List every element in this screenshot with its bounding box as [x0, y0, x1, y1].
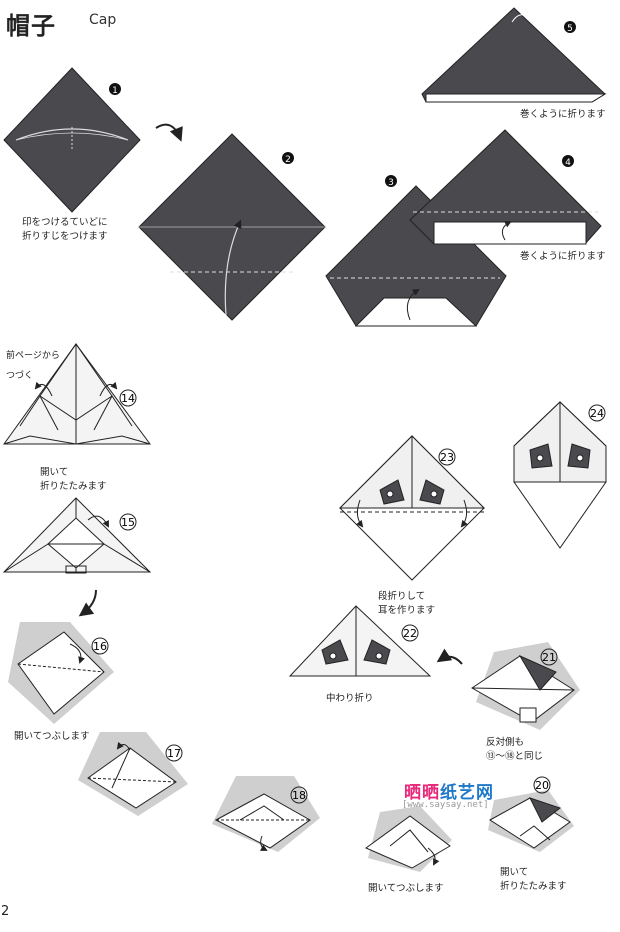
step-19-diagram [364, 806, 452, 872]
step-21-number: 21 [542, 651, 556, 664]
step-16-badge [91, 637, 109, 655]
step-14-caption-line1: 開いて [40, 467, 69, 478]
step-20-number: 20 [535, 779, 549, 792]
step-3-number: 3 [388, 178, 394, 188]
continue-caption-line1: 前ページから [6, 351, 60, 361]
step-19-caption: 開いてつぶします [368, 883, 444, 894]
step-18-badge [290, 786, 308, 804]
arrow-icon [78, 589, 97, 617]
step-16-diagram [8, 622, 114, 724]
step-22-badge [401, 624, 419, 642]
watermark-url: [www.saysay.net] [402, 800, 489, 810]
step-23-caption-line1: 段折りして [378, 591, 426, 602]
step-2-diagram [138, 133, 326, 321]
step-23-badge [438, 448, 456, 466]
step-20-diagram [488, 790, 574, 852]
step-17-diagram [78, 732, 188, 816]
step-15-number: 15 [121, 516, 135, 529]
step-15-badge [119, 513, 137, 531]
step-21-badge [540, 648, 558, 666]
step-23-number: 23 [440, 451, 454, 464]
step-14-badge [119, 389, 137, 407]
step-17-number: 17 [167, 747, 181, 760]
step-3-diagram [325, 185, 507, 327]
step-18-diagram [212, 776, 320, 852]
step-21-caption-line2: ⑬～⑱と同じ [486, 751, 544, 762]
step-20-caption-line1: 開いて [500, 867, 529, 878]
watermark-title-part2: 纸艺网 [440, 783, 494, 803]
watermark-title-part1: 晒晒 [404, 783, 440, 803]
step-5-diagram [421, 7, 607, 103]
step-5-number: 5 [567, 24, 573, 34]
step-3-badge [385, 175, 397, 187]
step-22-diagram [288, 605, 432, 677]
step-24-diagram [513, 401, 607, 549]
step-15-diagram [2, 497, 152, 574]
page-title: 帽子 [6, 11, 56, 40]
step-24-number: 24 [590, 407, 604, 420]
step-5-caption: 巻くように折ります [520, 109, 606, 120]
step-20-badge [533, 776, 551, 794]
watermark-title: 晒晒纸艺网 [404, 778, 494, 803]
step-1-caption-line2: 折りすじをつけます [22, 231, 108, 242]
step-4-diagram [409, 129, 602, 245]
page-number: 2 [1, 904, 10, 919]
step-1-caption-line1: 印をつけるていどに [22, 217, 108, 228]
step-4-badge [562, 155, 574, 167]
step-23-caption-line2: 耳を作ります [378, 605, 436, 616]
step-5-badge [564, 21, 576, 33]
page-subtitle: Cap [89, 12, 117, 28]
step-17-badge [165, 744, 183, 762]
step-18-number: 18 [292, 789, 306, 802]
step-1-number: 1 [112, 86, 118, 96]
step-4-caption: 巻くように折ります [520, 251, 606, 262]
step-21-caption-line1: 反対側も [486, 737, 525, 748]
step-1-diagram [3, 67, 141, 213]
step-14-caption-line2: 折りたたみます [40, 481, 107, 492]
step-22-caption: 中わり折り [326, 693, 374, 704]
step-23-diagram [338, 435, 486, 581]
arrow-icon [155, 123, 183, 142]
step-21-diagram [471, 642, 580, 730]
step-20-caption-line2: 折りたたみます [500, 881, 567, 892]
step-2-number: 2 [285, 155, 291, 165]
step-16-number: 16 [93, 640, 107, 653]
step-16-caption: 開いてつぶします [14, 731, 90, 742]
step-1-badge [109, 83, 121, 95]
continue-caption-line2: つづく [6, 371, 34, 381]
step-22-number: 22 [403, 627, 417, 640]
step-24-badge [588, 404, 606, 422]
step-2-badge [282, 152, 294, 164]
step-4-number: 4 [565, 158, 571, 168]
step-14-number: 14 [121, 392, 135, 405]
step-14-diagram [3, 343, 151, 445]
arrow-icon [436, 648, 463, 665]
